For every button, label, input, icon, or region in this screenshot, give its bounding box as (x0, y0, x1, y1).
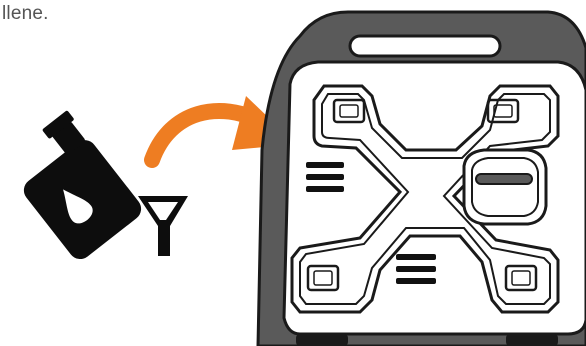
oil-jug-icon (23, 110, 142, 260)
vent-bottom (396, 254, 436, 284)
generator-icon (256, 10, 586, 346)
handle-slot (348, 34, 502, 58)
fuel-cap-cover (462, 148, 548, 226)
caption-text: llene. (2, 3, 49, 24)
funnel-icon (138, 196, 188, 256)
vent-left (306, 162, 344, 192)
